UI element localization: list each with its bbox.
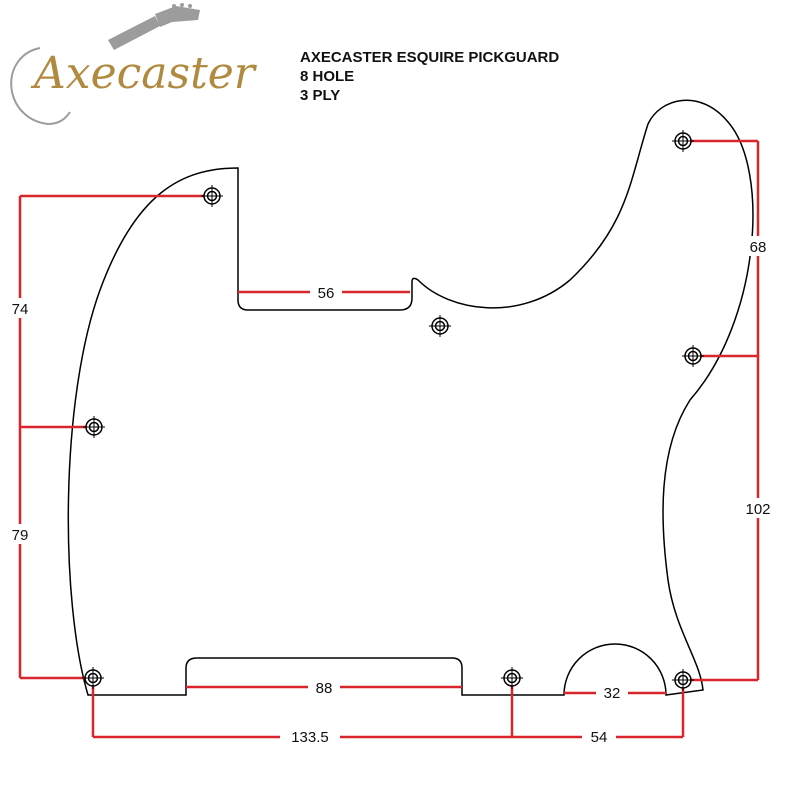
dimension-lines xyxy=(18,139,760,739)
hole-count-label: 8 HOLE xyxy=(300,68,354,85)
screw-hole xyxy=(82,667,104,689)
guitar-body-outline xyxy=(10,47,71,126)
screw-hole xyxy=(501,667,523,689)
ply-label: 3 PLY xyxy=(300,87,340,104)
screw-hole xyxy=(83,416,105,438)
bottom-left-dimension-label: 133.5 xyxy=(291,729,329,746)
screw-hole xyxy=(201,185,223,207)
screw-hole xyxy=(672,669,694,691)
guitar-headstock xyxy=(155,6,200,27)
screw-hole xyxy=(672,130,694,152)
guitar-neck xyxy=(108,16,160,50)
neck-pocket-dimension-label: 56 xyxy=(318,285,335,302)
screw-hole xyxy=(429,315,451,337)
tuner-peg xyxy=(180,3,184,7)
screw-holes xyxy=(82,130,704,691)
pickguard-outline xyxy=(67,99,754,696)
axecaster-logo: Axecaster xyxy=(10,3,258,126)
logo-text: Axecaster xyxy=(30,48,258,99)
bottom-right-dimension-label: 54 xyxy=(591,729,608,746)
bottom-arc-dimension-label: 32 xyxy=(604,685,621,702)
bottom-slot-dimension-label: 88 xyxy=(316,680,333,697)
screw-hole xyxy=(682,345,704,367)
right-lower-dimension-label: 102 xyxy=(745,501,770,518)
right-upper-dimension-label: 68 xyxy=(750,239,767,256)
left-upper-dimension-label: 74 xyxy=(12,301,29,318)
diagram-title: AXECASTER ESQUIRE PICKGUARD xyxy=(300,49,559,66)
dimension-labels: 74 79 68 102 56 88 32 133.5 54 xyxy=(8,236,776,746)
tuner-peg xyxy=(188,4,192,8)
guitar-icon xyxy=(10,3,200,126)
left-lower-dimension-label: 79 xyxy=(12,527,29,544)
tuner-peg xyxy=(172,4,176,8)
